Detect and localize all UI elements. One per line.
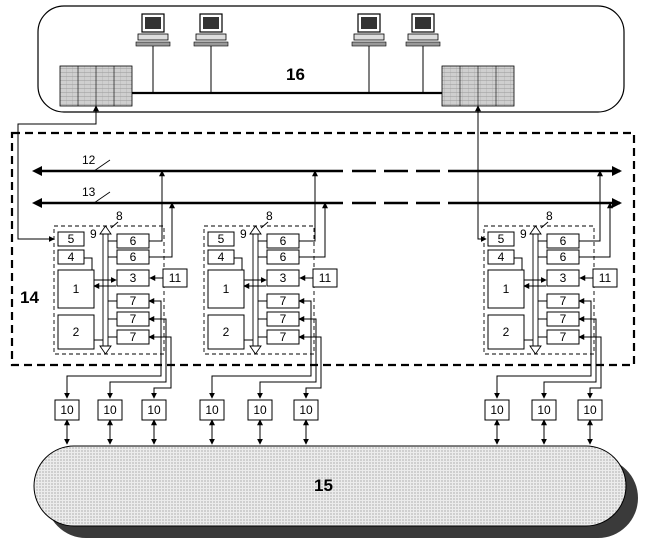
sensor-box-label: 10	[147, 403, 161, 417]
label-8: 8	[116, 209, 123, 223]
block-7b-label: 7	[560, 312, 567, 326]
tap-to-bus-12	[149, 171, 162, 241]
bus-taps-2	[299, 171, 325, 257]
block-7b-label: 7	[130, 312, 137, 326]
controller-module-3: 8 9 5 4 1 2 6 6 3 7 7 7 11	[484, 209, 617, 354]
sensor-box-label: 10	[253, 403, 267, 417]
controller-module-1: 8 9 5 4 1 2 6 6 3 7 7 7 11	[54, 209, 187, 354]
block-7a-label: 7	[280, 294, 287, 308]
bus-taps-3	[579, 171, 610, 257]
block-2-label: 2	[223, 325, 230, 339]
bus-arrow-bottom	[250, 346, 261, 354]
label-8-leader	[541, 222, 548, 228]
label-12: 12	[82, 153, 96, 167]
block-3-label: 3	[130, 271, 137, 285]
sensor-box-label: 10	[299, 403, 313, 417]
block-3-label: 3	[280, 271, 287, 285]
label-13: 13	[82, 185, 96, 199]
block-1-label: 1	[73, 282, 80, 296]
block-6a-label: 6	[280, 234, 287, 248]
block-6b-label: 6	[560, 250, 567, 264]
label-15: 15	[314, 476, 333, 495]
sensor-10-2-3: 10	[294, 337, 321, 444]
link-server-left	[18, 106, 96, 239]
block-4-label: 4	[218, 250, 225, 264]
block-4-label: 4	[68, 250, 75, 264]
block-7b-label: 7	[280, 312, 287, 326]
network-16: 16	[38, 6, 624, 112]
block-3-label: 3	[560, 271, 567, 285]
block-7c-label: 7	[560, 330, 567, 344]
block-1-label: 1	[503, 282, 510, 296]
block-2-label: 2	[503, 325, 510, 339]
block-5-label: 5	[498, 232, 505, 246]
block-6b-label: 6	[130, 250, 137, 264]
block-7c-label: 7	[130, 330, 137, 344]
label-9: 9	[240, 227, 247, 241]
label-8: 8	[266, 209, 273, 223]
label-16: 16	[286, 65, 305, 84]
sensor-module-link	[149, 337, 171, 398]
block-1-label: 1	[223, 282, 230, 296]
sensor-10-3-3: 10	[578, 337, 602, 444]
block-6b-label: 6	[280, 250, 287, 264]
block-7a-label: 7	[560, 294, 567, 308]
sensor-box-label: 10	[103, 403, 117, 417]
label-14: 14	[20, 288, 39, 307]
bus-arrow-top	[250, 226, 261, 234]
sensor-box-label: 10	[537, 403, 551, 417]
block-11-label: 11	[319, 271, 332, 285]
bus-arrow-top	[100, 226, 111, 234]
block-6a-label: 6	[560, 234, 567, 248]
label-8: 8	[546, 209, 553, 223]
link-4-1	[514, 258, 522, 270]
bus-arrow-bottom	[100, 346, 111, 354]
block-2-label: 2	[73, 325, 80, 339]
internal-bus-8	[533, 232, 538, 348]
label-8-leader	[111, 222, 118, 228]
block-4-label: 4	[498, 250, 505, 264]
tap-to-bus-13	[579, 203, 610, 257]
sensor-box-label: 10	[205, 403, 219, 417]
sensor-box-label: 10	[583, 403, 597, 417]
label-8-leader	[261, 222, 268, 228]
block-6a-label: 6	[130, 234, 137, 248]
block-5-label: 5	[68, 232, 75, 246]
tap-to-bus-12	[579, 171, 600, 241]
block-5-label: 5	[218, 232, 225, 246]
block-11-label: 11	[599, 271, 612, 285]
label-9: 9	[90, 227, 97, 241]
link-4-1	[234, 258, 242, 270]
tap-to-bus-13	[299, 203, 325, 257]
sensor-module-link	[299, 337, 321, 398]
sensor-box-label: 10	[60, 403, 74, 417]
sensor-module-link	[579, 337, 601, 398]
bus-arrow-bottom	[530, 346, 541, 354]
bus-taps-1	[149, 171, 172, 257]
block-7c-label: 7	[280, 330, 287, 344]
internal-bus-8	[103, 232, 108, 348]
block-11-label: 11	[169, 271, 182, 285]
bus-12: 12	[32, 153, 622, 176]
sensor-10-1-3: 10	[142, 337, 171, 444]
label-9: 9	[520, 227, 527, 241]
bus-arrow-top	[530, 226, 541, 234]
controller-module-2: 8 9 5 4 1 2 6 6 3 7 7 7 11	[204, 209, 337, 354]
tap-to-bus-12	[299, 171, 315, 241]
server-right	[442, 66, 514, 106]
internal-bus-8	[253, 232, 258, 348]
block-7a-label: 7	[130, 294, 137, 308]
tap-to-bus-13	[149, 203, 172, 257]
server-left	[60, 66, 132, 106]
sensor-box-label: 10	[490, 403, 504, 417]
link-4-1	[84, 258, 92, 270]
bus-13: 13	[32, 185, 622, 208]
link-server-right	[478, 106, 486, 239]
object-15: 15	[34, 446, 638, 538]
